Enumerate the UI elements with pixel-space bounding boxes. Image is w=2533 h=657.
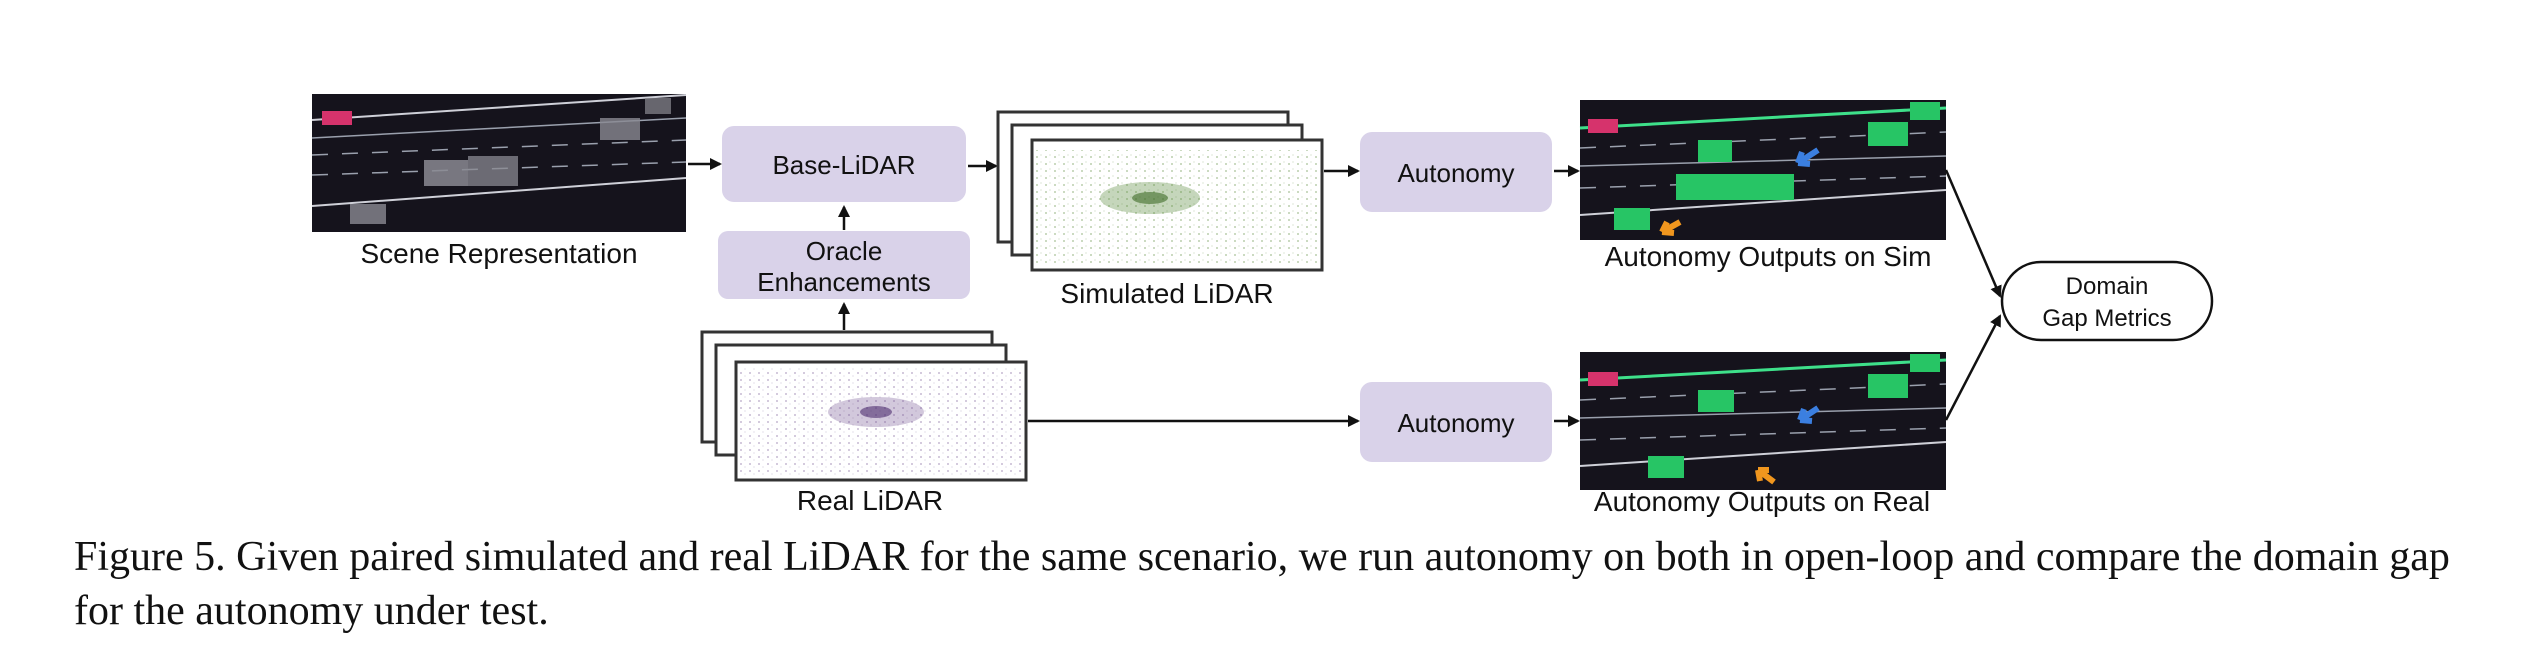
outputs-real-label: Autonomy Outputs on Real xyxy=(1594,486,1930,517)
autonomy-box-bottom xyxy=(1360,382,1552,462)
arrow-real-outputs-to-metrics xyxy=(1944,314,2002,421)
orange-arrow-icon xyxy=(1659,219,1682,236)
blue-arrow-icon xyxy=(1795,147,1820,167)
oracle-label-line1: Oracle xyxy=(806,236,883,266)
autonomy-top-label: Autonomy xyxy=(1397,158,1514,188)
scene-representation-label: Scene Representation xyxy=(360,238,637,269)
autonomy-bottom-label: Autonomy xyxy=(1397,408,1514,438)
simulated-lidar-stack xyxy=(996,110,1324,272)
autonomy-box-top xyxy=(1360,132,1552,212)
domain-label-line2: Gap Metrics xyxy=(2042,305,2171,332)
orange-arrow-icon xyxy=(1755,467,1776,485)
outputs-sim-label: Autonomy Outputs on Sim xyxy=(1605,241,1932,272)
base-lidar-label: Base-LiDAR xyxy=(772,150,915,180)
scene-representation-image xyxy=(311,94,687,232)
figure-caption: Figure 5. Given paired simulated and rea… xyxy=(74,534,2450,634)
blue-arrow-icon xyxy=(1797,405,1820,424)
ego-vehicle xyxy=(322,111,352,125)
domain-gap-metrics-node xyxy=(2000,260,2214,342)
autonomy-outputs-sim-image xyxy=(1579,100,1947,240)
base-lidar-box xyxy=(722,126,966,202)
oracle-enhancements-box xyxy=(718,231,970,299)
simulated-lidar-label: Simulated LiDAR xyxy=(1060,278,1273,309)
real-lidar-stack xyxy=(700,330,1028,482)
autonomy-outputs-real-image xyxy=(1579,352,1947,490)
real-lidar-label: Real LiDAR xyxy=(797,485,943,516)
arrow-sim-outputs-to-metrics xyxy=(1944,169,2002,298)
oracle-label-line2: Enhancements xyxy=(757,267,930,297)
domain-label-line1: Domain xyxy=(2066,273,2149,300)
